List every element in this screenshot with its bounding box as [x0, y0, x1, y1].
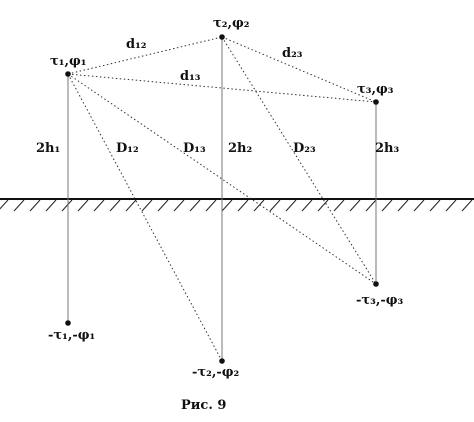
ground-hatch-mark [61, 199, 73, 212]
label-D13: D₁₃ [183, 141, 206, 156]
ground-hatch-mark [45, 199, 57, 212]
label-conductor-3: τ₃,φ₃ [357, 82, 394, 97]
ground-hatch-mark [429, 199, 441, 212]
ground-hatch-mark [317, 199, 329, 212]
ground-hatch-mark [93, 199, 105, 212]
ground-hatch-mark [29, 199, 41, 212]
conductor-3-point [373, 99, 379, 105]
label-d23: d₂₃ [282, 46, 303, 61]
image-2-point [219, 358, 225, 364]
ground-hatch-mark [0, 199, 9, 210]
ground-hatch-mark [141, 199, 153, 212]
label-D23: D₂₃ [293, 141, 316, 156]
ground-hatch-mark [365, 199, 377, 212]
label-h3: 2h₃ [375, 141, 399, 156]
label-image-3: -τ₃,-φ₃ [356, 293, 404, 308]
conductor-2-point [219, 34, 225, 40]
ground-hatch-mark [221, 199, 233, 212]
ground-hatch-mark [189, 199, 201, 212]
image-1-point [65, 320, 71, 326]
ground-hatch-mark [285, 199, 297, 212]
ground-hatch-mark [253, 199, 265, 212]
label-image-1: -τ₁,-φ₁ [48, 328, 95, 343]
ground-hatch-mark [205, 199, 217, 212]
ground-hatch-mark [157, 199, 169, 212]
ground-hatch-mark [301, 199, 313, 212]
ground-hatch-mark [349, 199, 361, 212]
ground-hatch-mark [77, 199, 89, 212]
ground-hatching [0, 199, 473, 212]
line-D12 [67, 73, 223, 362]
ground-hatch-mark [269, 199, 281, 212]
ground-hatch-mark [237, 199, 249, 212]
ground-hatch-mark [333, 199, 345, 212]
label-image-2: -τ₂,-φ₂ [192, 365, 239, 380]
image-3-point [373, 281, 379, 287]
ground-hatch-mark [125, 199, 137, 212]
ground-hatch-mark [173, 199, 185, 212]
ground-hatch-mark [461, 199, 473, 212]
label-d12: d₁₂ [126, 37, 146, 52]
ground-hatch-mark [413, 199, 425, 212]
ground-hatch-mark [397, 199, 409, 212]
label-conductor-2: τ₂,φ₂ [213, 16, 249, 31]
ground-hatch-mark [109, 199, 121, 212]
conductor-1-point [65, 71, 71, 77]
label-conductor-1: τ₁,φ₁ [50, 54, 86, 69]
label-d13: d₁₃ [180, 69, 201, 84]
label-D12: D₁₂ [116, 141, 139, 156]
label-h2: 2h₂ [228, 141, 252, 156]
ground-hatch-mark [381, 199, 393, 212]
line-D23 [221, 36, 377, 285]
label-h1: 2h₁ [36, 141, 60, 156]
ground-hatch-mark [13, 199, 25, 212]
figure-caption: Рис. 9 [181, 398, 226, 413]
ground-hatch-mark [445, 199, 457, 212]
